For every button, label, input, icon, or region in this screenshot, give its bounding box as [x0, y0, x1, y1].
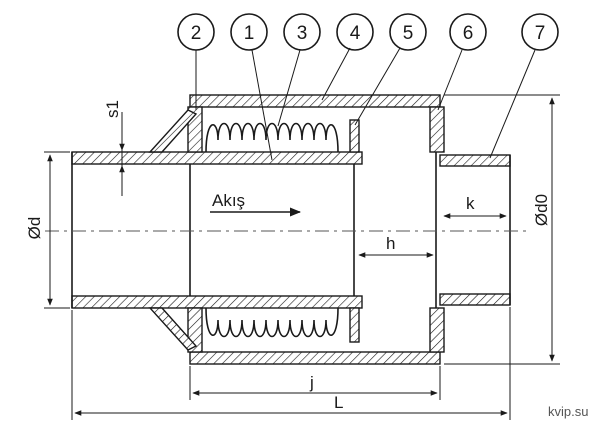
svg-text:1: 1: [244, 23, 255, 44]
right-end-ring-top: [429, 106, 445, 153]
dim-k: k: [466, 194, 475, 213]
lower-gusset: [148, 307, 198, 351]
callout-6: 6: [437, 13, 487, 111]
svg-text:2: 2: [191, 23, 202, 44]
callout-4: 4: [321, 13, 374, 101]
inner-pipe-top-wall: [71, 151, 363, 165]
outlet-pipe-bottom-wall: [439, 293, 511, 306]
svg-text:7: 7: [535, 23, 546, 44]
callout-3: 3: [277, 13, 321, 127]
housing-bottom-wall: [189, 351, 441, 365]
bellows-bottom: [205, 307, 339, 338]
callout-2: 2: [177, 13, 215, 110]
dim-L: L: [334, 393, 343, 412]
watermark: kvip.su: [548, 404, 588, 419]
housing-top-wall: [189, 94, 441, 108]
flow-label: Akış: [212, 191, 245, 210]
dim-d: Ød: [25, 217, 44, 240]
right-end-ring-bottom: [429, 307, 445, 353]
svg-text:3: 3: [297, 23, 308, 44]
inner-pipe-bottom-wall: [71, 295, 363, 309]
guide-flange-bottom: [349, 307, 360, 343]
svg-text:4: 4: [350, 23, 361, 44]
svg-text:6: 6: [463, 23, 474, 44]
bellows-top: [205, 122, 339, 153]
dim-h: h: [386, 234, 395, 253]
svg-text:5: 5: [403, 23, 414, 44]
dim-s1: s1: [103, 100, 122, 118]
guide-flange-top: [349, 119, 360, 153]
outlet-pipe-top-wall: [439, 154, 511, 167]
callout-7: 7: [489, 13, 559, 159]
dim-d0: Ød0: [532, 194, 551, 226]
upper-gusset: [148, 109, 198, 153]
dim-j: j: [309, 373, 314, 392]
callout-1: 1: [230, 13, 273, 161]
callout-5: 5: [354, 13, 427, 126]
